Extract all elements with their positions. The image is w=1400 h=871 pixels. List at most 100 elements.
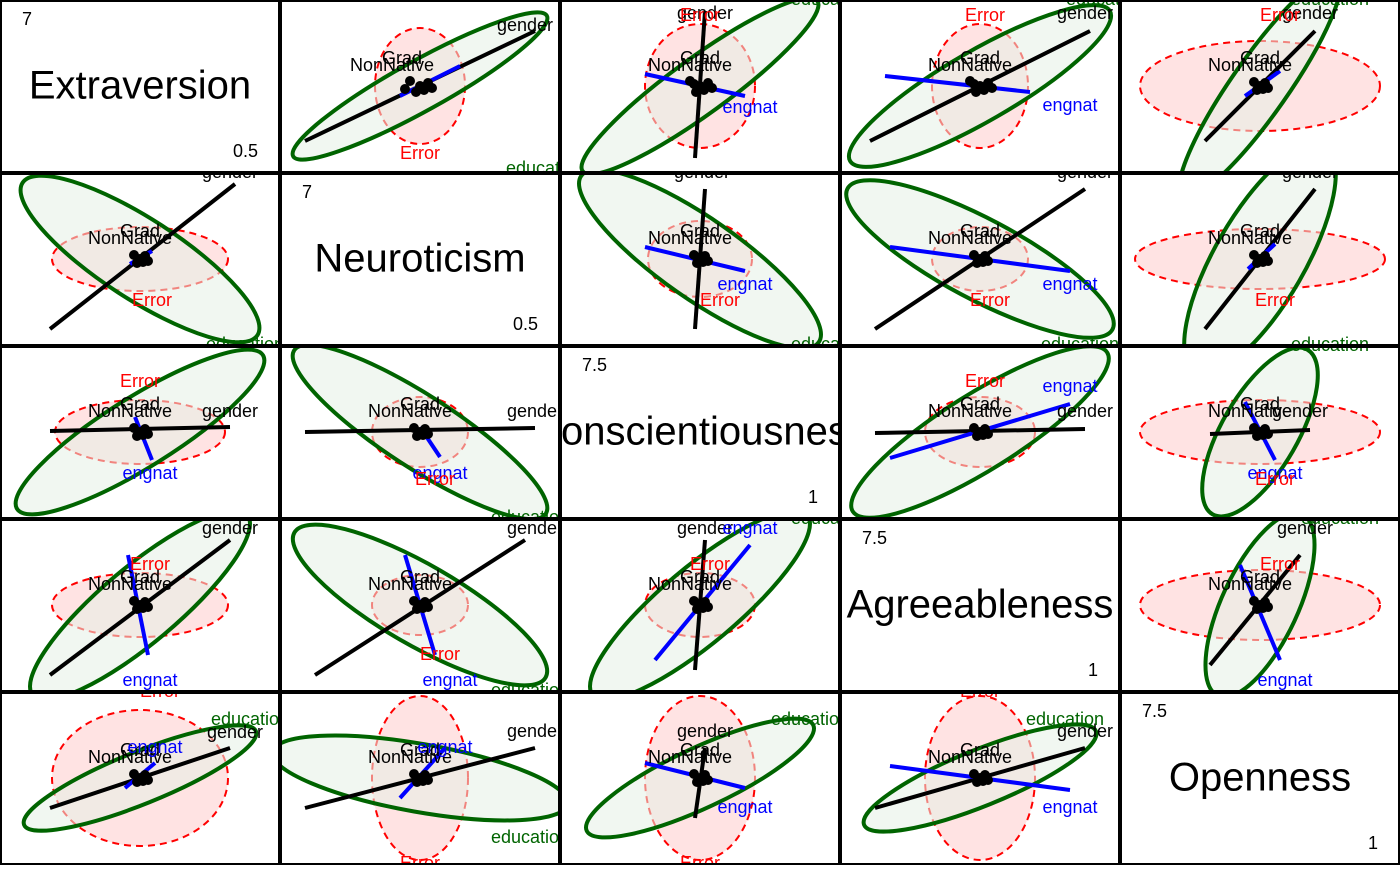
education-label: education: [771, 709, 849, 729]
education-label: education: [506, 158, 584, 178]
gender-label: gender: [674, 162, 730, 182]
panel-frame: [560, 173, 840, 346]
panel-frame: [560, 346, 840, 519]
error-label: Error: [1260, 5, 1300, 25]
education-label: education: [1291, 335, 1369, 355]
panel-frame: [0, 692, 280, 865]
panel-frame: [280, 346, 560, 519]
panel-frame: [560, 0, 840, 173]
engnat-line: [884, 74, 1031, 94]
panel-frame: [560, 692, 840, 865]
grad-label: Grad: [960, 394, 1000, 414]
error-label: Error: [700, 290, 740, 310]
error-label: Error: [970, 290, 1010, 310]
grad-label: Grad: [960, 48, 1000, 68]
gender-label: gender: [677, 721, 733, 741]
group-mean-point: [691, 87, 701, 97]
grad-label: Grad: [382, 48, 422, 68]
engnat-label: engnat: [1042, 797, 1097, 817]
group-mean-point: [1263, 429, 1273, 439]
error-label: Error: [420, 644, 460, 664]
panel-frame: [1120, 346, 1400, 519]
group-mean-point: [979, 85, 989, 95]
variable-name-label: Openness: [1169, 756, 1351, 800]
gender-label: gender: [507, 721, 563, 741]
panel-frame: [840, 346, 1120, 519]
gender-label: gender: [202, 162, 258, 182]
group-mean-point: [699, 85, 709, 95]
group-mean-point: [143, 256, 153, 266]
grad-label: Grad: [1240, 48, 1280, 68]
grad-label: Grad: [400, 567, 440, 587]
group-mean-point: [969, 79, 979, 89]
gender-label: gender: [1057, 162, 1113, 182]
panel-frame: [560, 519, 840, 692]
grad-label: Grad: [1240, 394, 1280, 414]
panel-frame: [280, 173, 560, 346]
gender-label: gender: [677, 3, 733, 23]
nonnative-label: NonNative: [1208, 574, 1292, 594]
group-mean-point: [707, 83, 717, 93]
variable-name-label: Neuroticism: [314, 237, 525, 281]
gender-label: gender: [507, 401, 563, 421]
nonnative-label: NonNative: [928, 747, 1012, 767]
group-mean-point: [987, 83, 997, 93]
group-mean-point: [423, 775, 433, 785]
error-label: Error: [965, 5, 1005, 25]
education-label: education: [1041, 334, 1119, 354]
nonnative-label: NonNative: [88, 747, 172, 767]
group-mean-point: [983, 256, 993, 266]
error-label: Error: [680, 853, 720, 866]
engnat-label: engnat: [417, 737, 472, 757]
group-mean-point: [703, 256, 713, 266]
engnat-label: engnat: [127, 737, 182, 757]
engnat-label: engnat: [722, 97, 777, 117]
engnat-label: engnat: [1247, 463, 1302, 483]
group-mean-point: [400, 84, 410, 94]
nonnative-label: NonNative: [1208, 55, 1292, 75]
education-label: education: [491, 827, 569, 847]
panel-frame: [1120, 0, 1400, 173]
nonnative-label: NonNative: [1208, 228, 1292, 248]
panel-frame: [0, 0, 280, 173]
grad-label: Grad: [400, 394, 440, 414]
diag-max-label: 7.5: [862, 528, 887, 548]
engnat-label: engnat: [122, 463, 177, 483]
education-label: education: [211, 709, 289, 729]
variable-name-label: Agreeableness: [847, 583, 1114, 627]
nonnative-label: NonNative: [368, 401, 452, 421]
panel-frame: [280, 692, 560, 865]
education-label: education: [1291, 334, 1369, 354]
education-label: education: [791, 508, 869, 528]
engnat-label: engnat: [1257, 670, 1312, 690]
education-label: education: [791, 0, 869, 9]
panel-frame: [1120, 692, 1400, 865]
panel-frame: [0, 346, 280, 519]
diag-max-label: 7.5: [582, 355, 607, 375]
